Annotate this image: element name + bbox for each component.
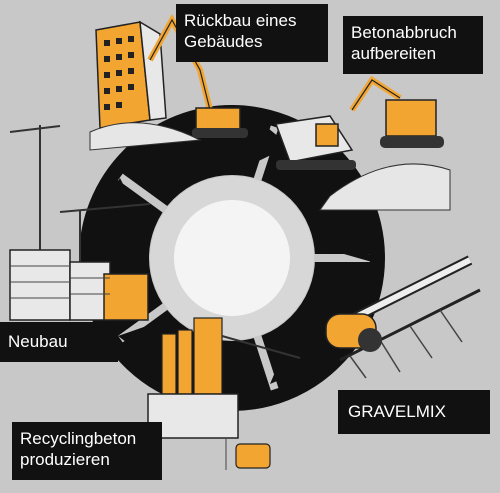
label-neubau: Neubau	[0, 322, 118, 362]
cycle-arrow-3	[270, 346, 308, 384]
conveyor-belt-icon	[325, 255, 481, 379]
label-betonabbruch: Betonabbruch aufbereiten	[343, 16, 483, 74]
label-recyclingbeton-line-2: produzieren	[20, 450, 110, 469]
label-recyclingbeton: Recyclingbeton produzieren	[12, 422, 162, 480]
label-rueckbau: Rückbau eines Gebäudes	[176, 4, 328, 62]
crane-construction-icon	[9, 125, 151, 321]
label-recyclingbeton-line-1: Recyclingbeton	[20, 429, 137, 448]
label-neubau-text: Neubau	[8, 332, 68, 351]
concrete-plant-icon	[147, 317, 301, 470]
label-rueckbau-line-2: Gebäudes	[184, 32, 263, 51]
center-circle	[174, 200, 290, 316]
cycle-arrow-2	[330, 220, 372, 262]
label-betonabbruch-line-2: aufbereiten	[351, 44, 437, 63]
cycle-arrow-1	[248, 120, 290, 166]
crusher-excavator-icon	[274, 75, 451, 211]
cycle-arrow-4	[118, 322, 158, 360]
label-gravelmix-text: GRAVELMIX	[348, 402, 446, 421]
label-rueckbau-line-1: Rückbau eines	[184, 11, 297, 30]
label-gravelmix: GRAVELMIX	[338, 390, 490, 434]
label-betonabbruch-line-1: Betonabbruch	[351, 23, 457, 42]
demolition-excavator-icon	[89, 13, 248, 151]
